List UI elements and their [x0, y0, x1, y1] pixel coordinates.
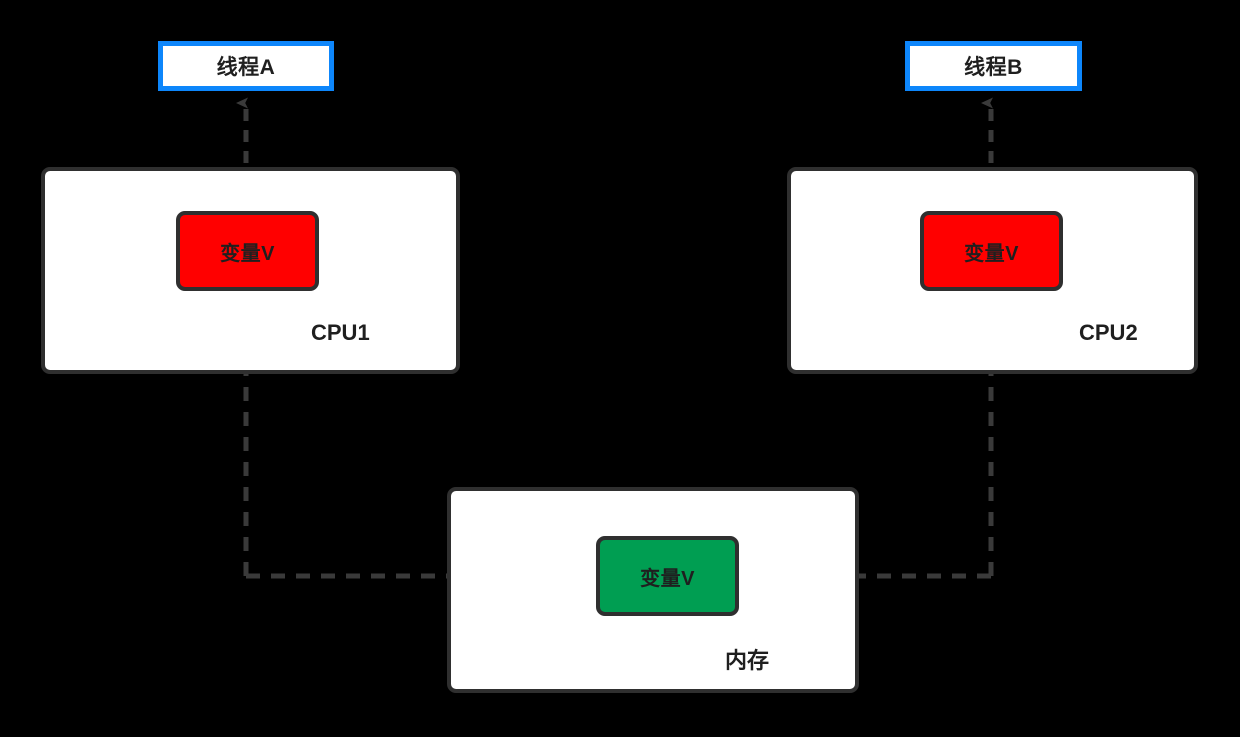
cpu2-label: CPU2 [1079, 320, 1138, 345]
cpu1-variable-chip[interactable]: 变量V [176, 211, 319, 291]
memory-variable-label: 变量V [640, 567, 695, 590]
cpu1-label: CPU1 [311, 320, 370, 345]
thread-b-box[interactable]: 线程B [905, 41, 1082, 91]
memory-label: 内存 [725, 648, 770, 673]
cpu1-variable-label: 变量V [220, 242, 275, 265]
memory-variable-chip[interactable]: 变量V [596, 536, 739, 616]
thread-b-label: 线程B [964, 56, 1023, 79]
thread-a-label: 线程A [216, 56, 276, 79]
cpu2-variable-chip[interactable]: 变量V [920, 211, 1063, 291]
thread-a-box[interactable]: 线程A [158, 41, 334, 91]
cpu2-variable-label: 变量V [964, 242, 1019, 265]
